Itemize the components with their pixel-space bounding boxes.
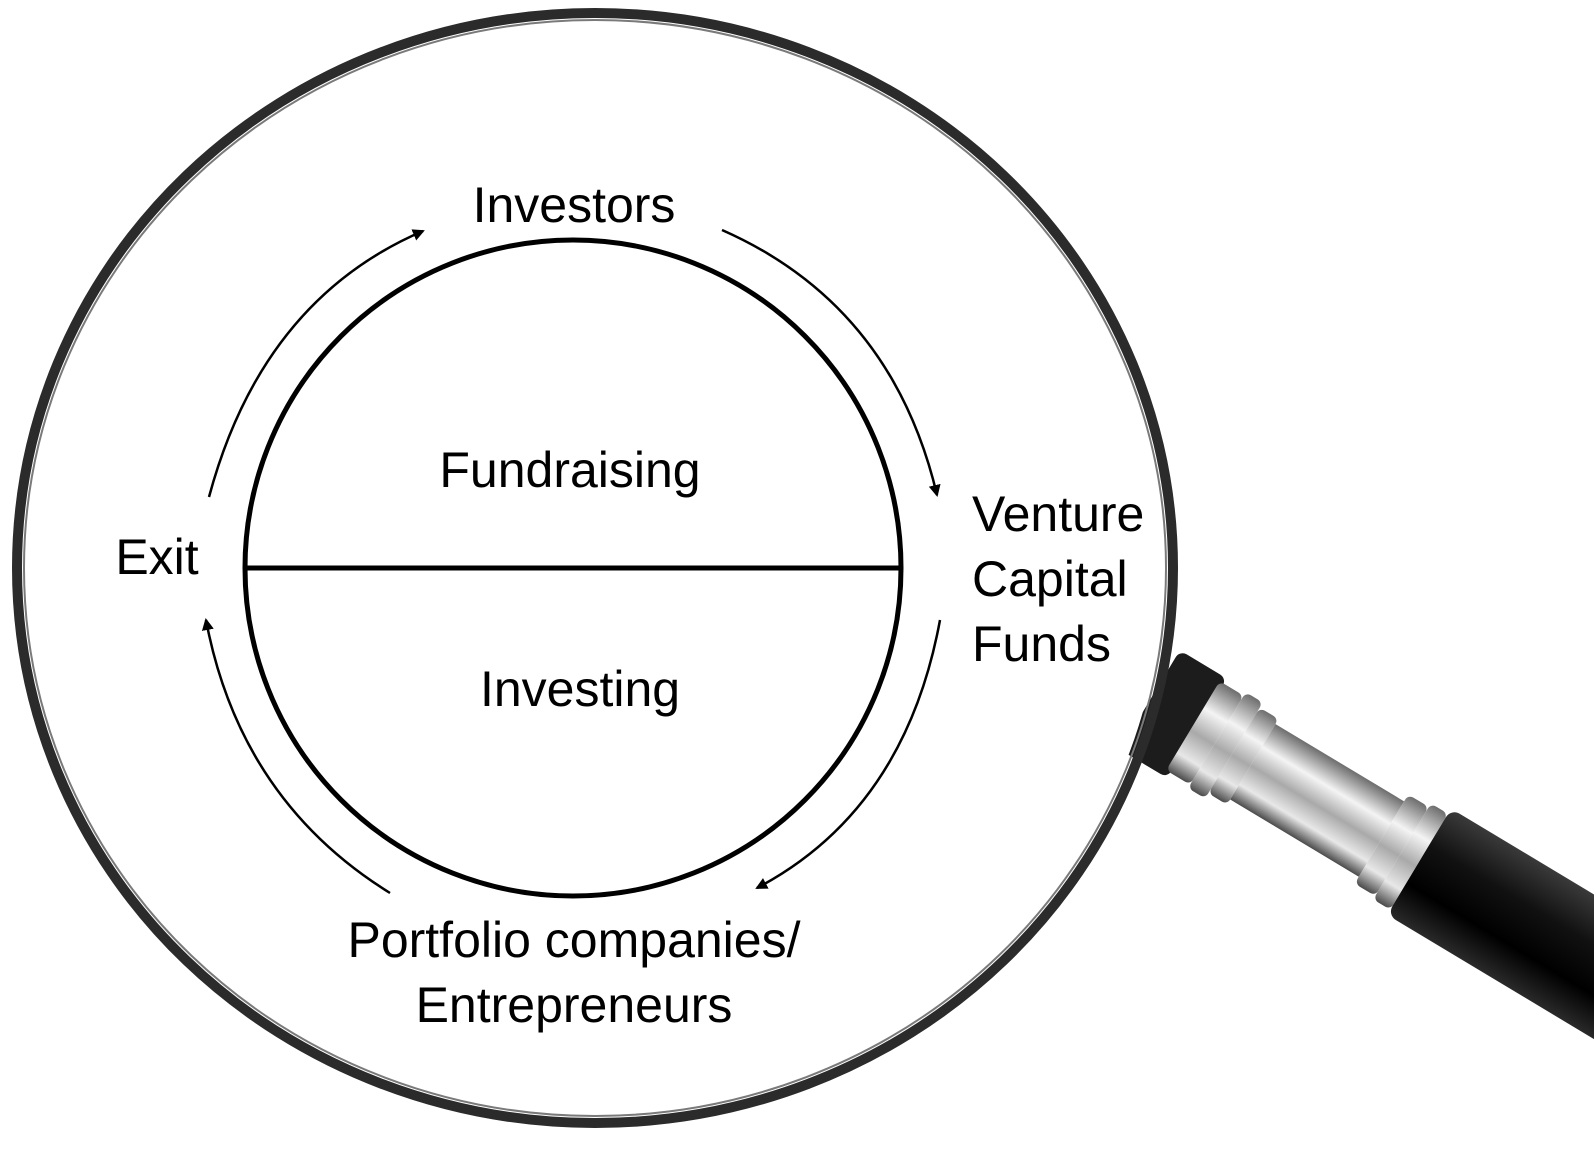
arrow-exit-to-investors: [207, 229, 425, 498]
investing-label: Investing: [480, 661, 680, 717]
center-circle: [242, 237, 904, 899]
vc-funds-line-2: Capital: [972, 551, 1128, 607]
arrow-investors-to-vc: [721, 228, 941, 497]
magnifying-glass-icon: [12, 8, 1594, 1128]
arrow-vc-to-portfolio: [755, 619, 942, 890]
vc-funds-line-1: Venture: [972, 486, 1144, 542]
exit-label: Exit: [115, 529, 198, 585]
investors-label: Investors: [473, 177, 676, 233]
portfolio-line-1: Portfolio companies/: [347, 912, 800, 968]
vc-funds-label: Venture Capital Funds: [972, 486, 1144, 672]
portfolio-label: Portfolio companies/ Entrepreneurs: [347, 912, 800, 1033]
vc-funds-line-3: Funds: [972, 616, 1111, 672]
portfolio-line-2: Entrepreneurs: [416, 977, 733, 1033]
fundraising-label: Fundraising: [439, 442, 700, 498]
arrow-portfolio-to-exit: [201, 618, 391, 895]
